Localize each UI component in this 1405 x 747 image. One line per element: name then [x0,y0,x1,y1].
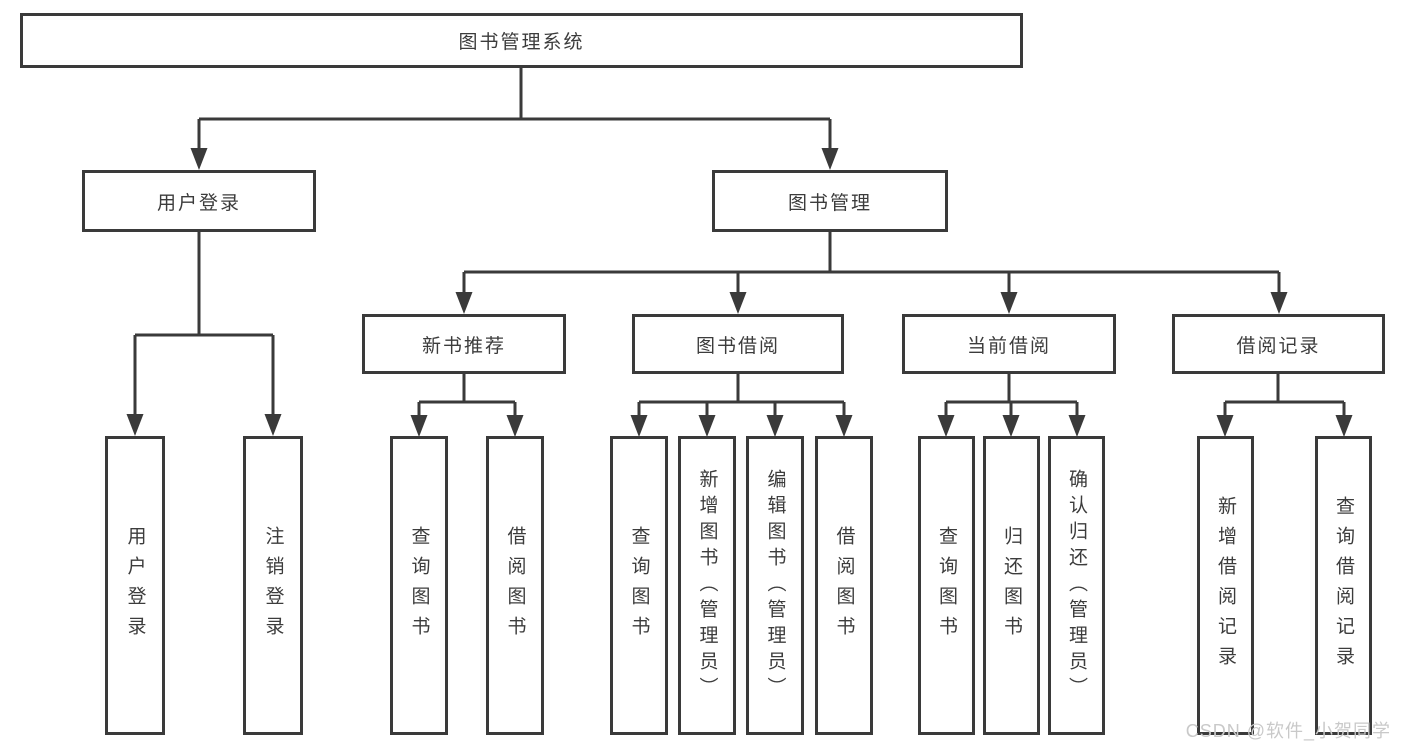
arrowheads-book-borrowing-children [630,415,853,437]
leaf-add-borrowing-record: 新增借阅记录 [1197,436,1254,735]
connector-book-borrowing-children [637,374,846,418]
node-book-borrowing: 图书借阅 [632,314,844,374]
leaf-edit-book-admin: 编辑图书（管理员） [746,436,804,735]
node-new-book-recommendation: 新书推荐 [362,314,566,374]
leaf-confirm-return-admin: 确认归还（管理员） [1048,436,1105,735]
node-library-management-system: 图书管理系统 [20,13,1023,68]
connector-current-borrowing-children [944,374,1079,418]
arrowheads-new-book-children [410,415,524,437]
leaf-query-books-borrowing: 查询图书 [610,436,668,735]
connector-new-book-children [417,374,517,418]
connector-root-to-level2 [197,68,832,152]
node-current-borrowing: 当前借阅 [902,314,1116,374]
node-borrowing-records: 借阅记录 [1172,314,1385,374]
leaf-logout: 注销登录 [243,436,303,735]
connector-book-management-children [462,232,1281,296]
connector-user-login-children [133,232,275,418]
node-user-login: 用户登录 [82,170,316,232]
arrowheads-user-login-children [126,414,282,436]
leaf-query-borrowing-record: 查询借阅记录 [1315,436,1372,735]
leaf-query-books-current: 查询图书 [918,436,975,735]
leaf-add-book-admin: 新增图书（管理员） [678,436,736,735]
leaf-borrow-books: 借阅图书 [815,436,873,735]
leaf-borrow-books-recommend: 借阅图书 [486,436,544,735]
csdn-watermark: CSDN @软件_小贺同学 [1185,721,1391,741]
connector-borrowing-records-children [1223,374,1346,418]
arrowheads-level2 [190,148,839,170]
node-book-management: 图书管理 [712,170,948,232]
arrowheads-current-borrowing-children [937,415,1086,437]
leaf-query-books-recommend: 查询图书 [390,436,448,735]
arrowheads-level3 [455,292,1288,314]
leaf-user-login: 用户登录 [105,436,165,735]
leaf-return-books: 归还图书 [983,436,1040,735]
arrowheads-borrowing-records-children [1216,415,1353,437]
